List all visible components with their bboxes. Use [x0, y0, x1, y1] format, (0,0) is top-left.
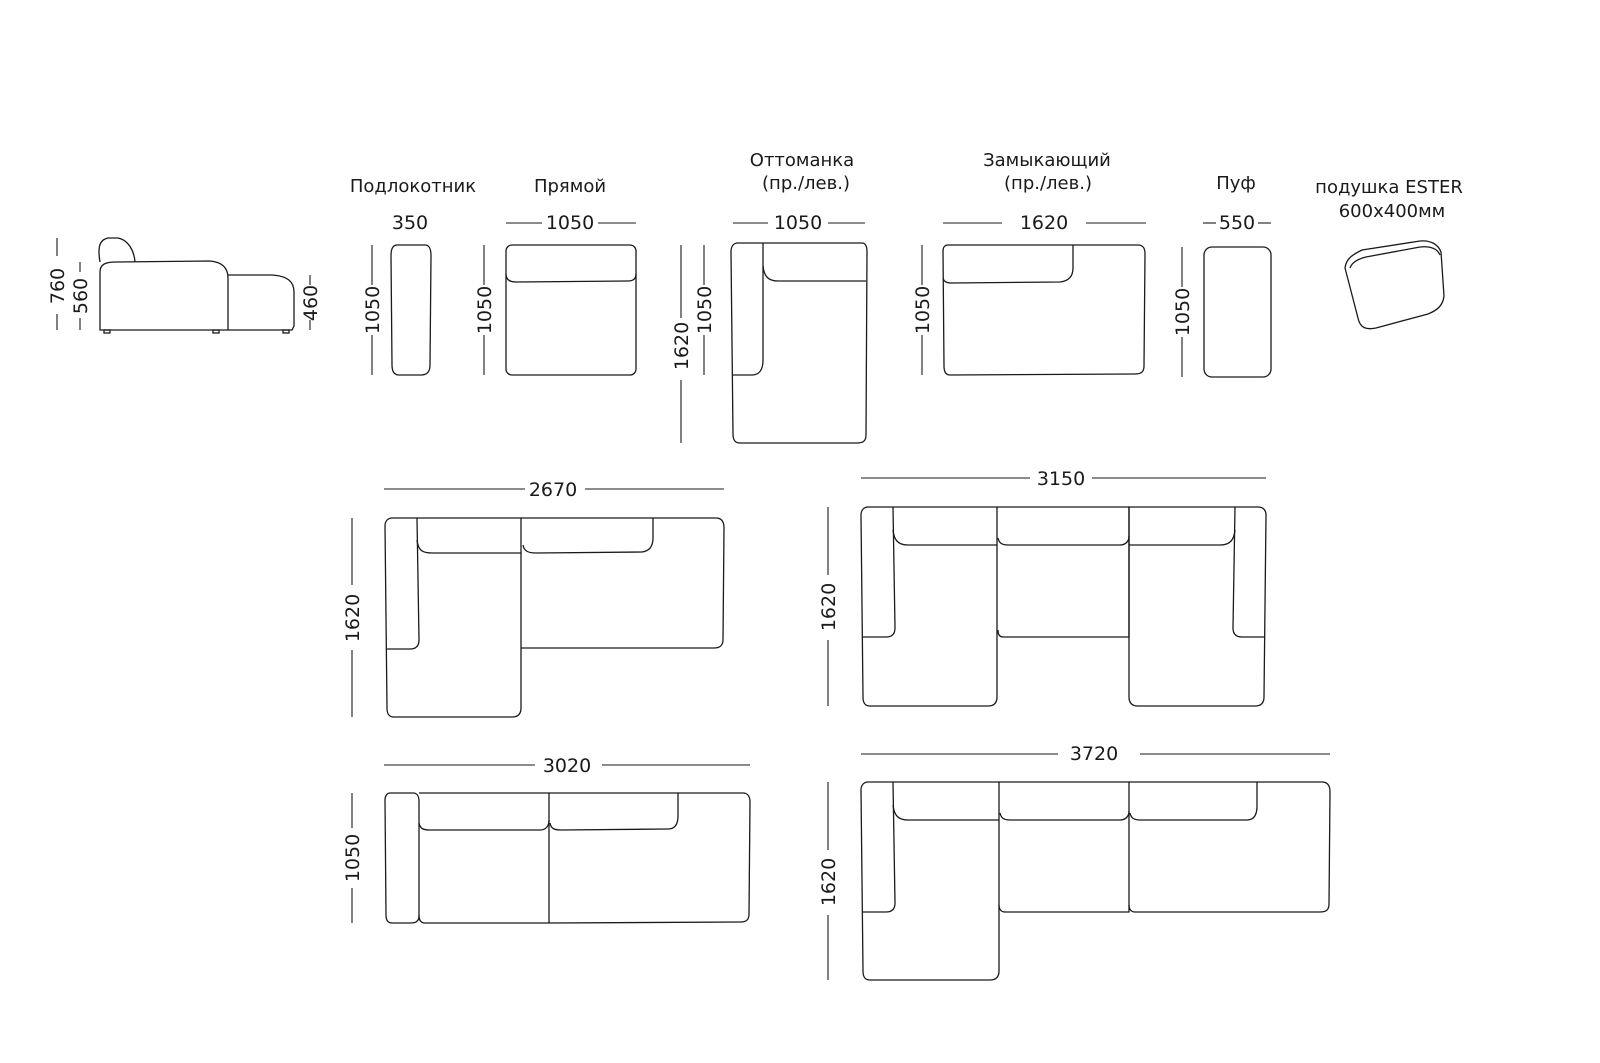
dim-width: 350	[392, 212, 428, 234]
dim-depth-seat: 1050	[694, 286, 716, 334]
dim-height-seat: 460	[300, 285, 322, 321]
module-title: Замыкающий	[983, 150, 1111, 171]
side-seat	[99, 260, 229, 331]
dim-depth: 1050	[912, 286, 934, 334]
side-view: 760 560 460	[47, 237, 322, 334]
dim-width: 3020	[543, 755, 591, 777]
dim-width: 3720	[1070, 743, 1118, 765]
module-title: Пуф	[1216, 173, 1256, 194]
module-size: 600х400мм	[1339, 201, 1446, 222]
dim-height-back: 560	[70, 278, 92, 314]
module-pouf: Пуф 550 1050	[1172, 173, 1272, 378]
dim-width: 2670	[529, 479, 577, 501]
combination-2670: 2670 1620	[342, 479, 725, 718]
dim-depth: 1050	[362, 286, 384, 334]
dim-width: 1620	[1020, 212, 1068, 234]
module-title: подушка ESTER	[1315, 177, 1463, 198]
module-pillow: подушка ESTER 600х400мм	[1315, 177, 1463, 330]
dim-width: 1050	[546, 212, 594, 234]
combination-3720: 3720 1620	[818, 743, 1331, 981]
module-armrest: Подлокотник 350 1050	[350, 176, 476, 376]
dim-depth: 1620	[818, 583, 840, 631]
dim-width: 550	[1219, 212, 1255, 234]
module-title: Оттоманка	[750, 150, 854, 171]
module-title: Прямой	[534, 176, 606, 197]
module-title: Подлокотник	[350, 176, 476, 197]
module-subtitle: (пр./лев.)	[762, 173, 850, 194]
module-ottoman: Оттоманка (пр./лев.) 1050 1620 1050	[671, 150, 868, 444]
dim-depth: 1620	[818, 858, 840, 906]
dim-depth: 1050	[1172, 288, 1194, 336]
dim-depth-total: 1620	[671, 322, 693, 370]
module-closing: Замыкающий (пр./лев.) 1620 1050	[912, 150, 1146, 376]
dim-depth: 1050	[342, 834, 364, 882]
side-backrest	[98, 237, 136, 263]
side-footrest	[228, 274, 295, 331]
dim-height-total: 760	[47, 268, 69, 304]
dim-width: 3150	[1037, 468, 1085, 490]
dim-width: 1050	[774, 212, 822, 234]
module-subtitle: (пр./лев.)	[1004, 173, 1092, 194]
module-straight: Прямой 1050 1050	[474, 176, 637, 376]
dim-depth: 1050	[474, 286, 496, 334]
combination-3020: 3020 1050	[342, 755, 751, 924]
combination-3150: 3150 1620	[818, 468, 1267, 707]
dim-depth: 1620	[342, 594, 364, 642]
